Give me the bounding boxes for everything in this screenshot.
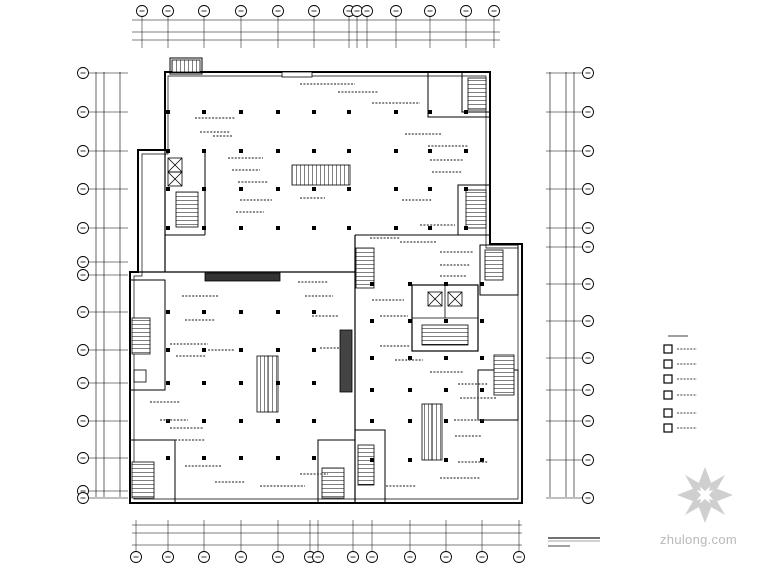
legend-row bbox=[663, 374, 697, 384]
grid-bubble bbox=[582, 278, 594, 290]
grid-bubble bbox=[582, 222, 594, 234]
legend bbox=[663, 335, 697, 433]
grid-bubble bbox=[77, 269, 89, 281]
grid-bubble bbox=[136, 5, 148, 17]
grid-bubble bbox=[440, 551, 452, 563]
grid-bubble bbox=[582, 241, 594, 253]
left-axis-bubbles bbox=[77, 67, 128, 504]
grid-bubble bbox=[476, 551, 488, 563]
grid-bubble bbox=[488, 5, 500, 17]
grid-bubble bbox=[77, 306, 89, 318]
grid-bubble bbox=[77, 106, 89, 118]
grid-bubble bbox=[513, 551, 525, 563]
grid-bubble bbox=[582, 67, 594, 79]
grid-bubble bbox=[351, 5, 363, 17]
grid-bubble bbox=[77, 67, 89, 79]
legend-row bbox=[663, 423, 697, 433]
legend-row bbox=[663, 344, 697, 354]
grid-bubble bbox=[77, 183, 89, 195]
escalators bbox=[204, 164, 443, 461]
grid-bubble bbox=[77, 145, 89, 157]
legend-row bbox=[663, 359, 697, 369]
stairs bbox=[131, 59, 515, 499]
grid-bubble bbox=[582, 352, 594, 364]
grid-bubble bbox=[312, 551, 324, 563]
grid-bubble bbox=[235, 5, 247, 17]
grid-bubble bbox=[424, 5, 436, 17]
grid-bubble bbox=[582, 315, 594, 327]
grid-bubble bbox=[77, 344, 89, 356]
drawing-title-mark bbox=[548, 537, 600, 547]
grid-bubble bbox=[404, 551, 416, 563]
legend-row bbox=[663, 408, 697, 418]
right-axis-grid bbox=[549, 72, 575, 497]
grid-bubble bbox=[582, 415, 594, 427]
grid-bubble bbox=[77, 415, 89, 427]
grid-bubble bbox=[582, 183, 594, 195]
grid-bubble bbox=[347, 551, 359, 563]
grid-bubble bbox=[77, 256, 89, 268]
annotation-text-marks bbox=[150, 83, 496, 487]
grid-bubble bbox=[366, 551, 378, 563]
grid-bubble bbox=[582, 492, 594, 504]
bottom-axis-grid bbox=[132, 524, 522, 546]
watermark-text: zhulong.com bbox=[660, 532, 738, 547]
grid-bubble bbox=[162, 551, 174, 563]
grid-bubble bbox=[77, 492, 89, 504]
watermark-logo-icon bbox=[677, 467, 733, 523]
grid-bubble bbox=[77, 222, 89, 234]
grid-bubble bbox=[582, 106, 594, 118]
grid-bubble bbox=[162, 5, 174, 17]
grid-bubble bbox=[272, 5, 284, 17]
top-axis-grid bbox=[132, 17, 500, 48]
grid-bubble bbox=[130, 551, 142, 563]
grid-bubble bbox=[582, 145, 594, 157]
grid-bubble bbox=[235, 551, 247, 563]
structural-columns bbox=[166, 110, 484, 462]
left-axis-grid bbox=[95, 72, 121, 497]
right-axis-bubbles bbox=[546, 67, 594, 504]
grid-bubble bbox=[272, 551, 284, 563]
top-axis-bubbles bbox=[136, 5, 500, 17]
grid-bubble bbox=[361, 5, 373, 17]
elevators bbox=[133, 157, 469, 383]
grid-bubble bbox=[198, 5, 210, 17]
grid-bubble bbox=[582, 454, 594, 466]
grid-bubble bbox=[460, 5, 472, 17]
legend-row bbox=[663, 390, 697, 400]
grid-bubble bbox=[582, 384, 594, 396]
grid-bubble bbox=[77, 377, 89, 389]
bottom-axis-bubbles bbox=[130, 520, 525, 563]
grid-bubble bbox=[77, 452, 89, 464]
grid-bubble bbox=[198, 551, 210, 563]
grid-bubble bbox=[308, 5, 320, 17]
grid-bubble bbox=[390, 5, 402, 17]
